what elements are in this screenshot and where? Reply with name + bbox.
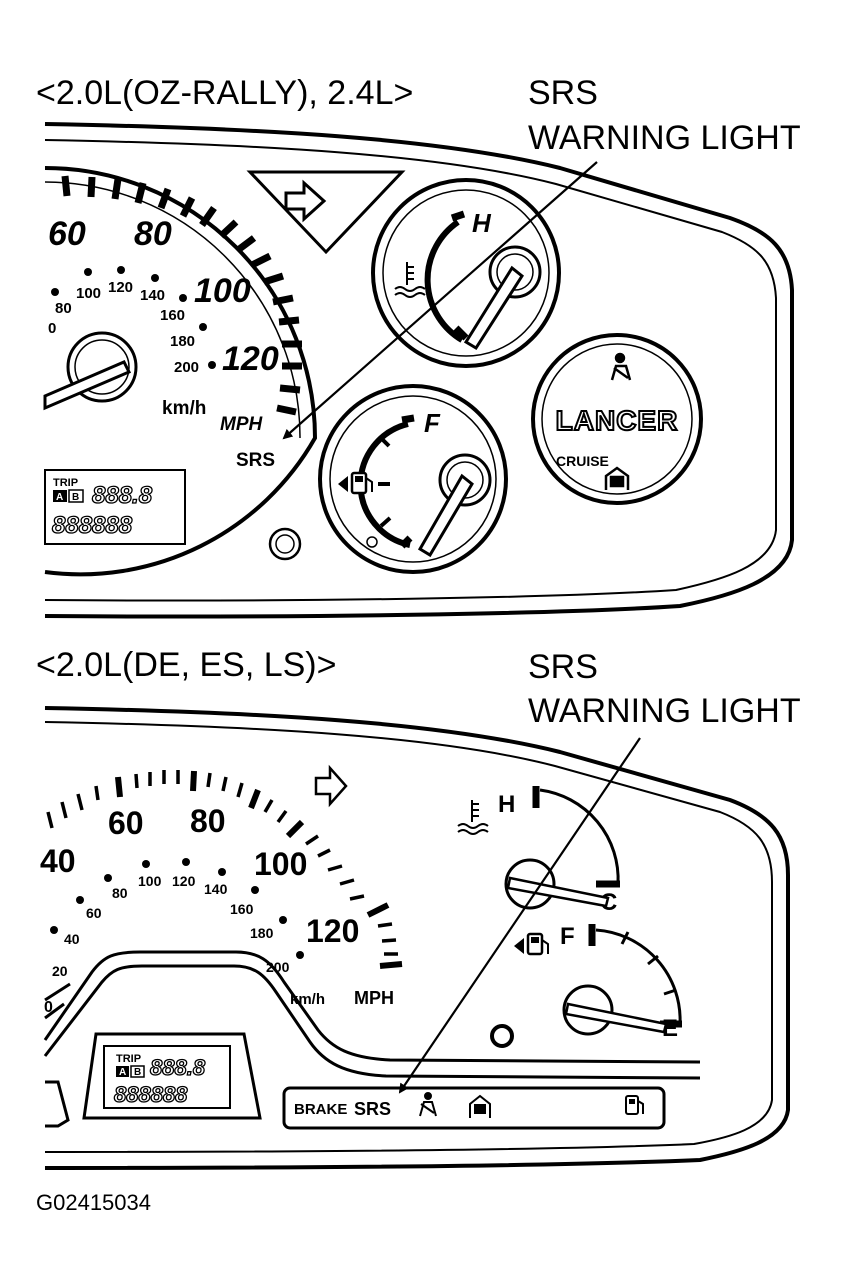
bottom-fuel-f: F (560, 923, 575, 950)
coolant-temp-icon (394, 262, 426, 298)
top-speedo-hub (43, 331, 138, 411)
top-cluster-outline (44, 122, 794, 619)
top-kmh-140: 140 (140, 287, 165, 304)
top-unit-mph: MPH (220, 414, 264, 435)
bottom-kmh-100: 100 (138, 873, 162, 889)
bottom-unit-mph: MPH (354, 988, 394, 1008)
top-variant-label: <2.0L(OZ-RALLY), 2.4L> (36, 74, 414, 112)
figure-code: G02415034 (36, 1190, 151, 1215)
fuel-pump-icon (338, 471, 373, 495)
bottom-fuel-gauge: F E (514, 923, 682, 1042)
svg-text:888.8: 888.8 (150, 1055, 206, 1080)
top-speedometer: 60 80 100 120 0 80 100 120 140 160 180 2… (43, 166, 318, 577)
bottom-warning-strip: BRAKE SRS (282, 1086, 666, 1130)
bottom-hood (43, 950, 701, 1128)
top-mph-80: 80 (134, 215, 172, 253)
top-fuel-f: F (424, 408, 441, 438)
svg-text:888888: 888888 (52, 512, 133, 539)
bottom-callout-line2: WARNING LIGHT (528, 692, 801, 730)
top-kmh-200: 200 (174, 359, 199, 376)
bottom-kmh-40: 40 (64, 931, 80, 947)
top-kmh-160: 160 (160, 307, 185, 324)
top-callout-arrow (282, 161, 598, 440)
door-ajar-icon (604, 466, 630, 490)
top-fuel-gauge: F (318, 384, 508, 574)
top-cluster: 60 80 100 120 0 80 100 120 140 160 180 2… (43, 122, 794, 619)
bottom-mph-60: 60 (108, 805, 144, 841)
top-turn-indicator (246, 170, 406, 255)
bottom-partial-zero: 0 (44, 999, 53, 1016)
top-unit-kmh: km/h (162, 398, 206, 419)
svg-text:B: B (134, 1067, 141, 1078)
fuel-pump-icon (514, 932, 549, 956)
bottom-kmh-140: 140 (204, 881, 228, 897)
top-srs-text: SRS (236, 450, 275, 471)
bottom-trip-display: TRIP A B 888.8 888888 (82, 1032, 262, 1120)
svg-text:888.8: 888.8 (92, 482, 153, 509)
top-kmh-0: 0 (48, 320, 56, 337)
srs-indicator: SRS (354, 1099, 391, 1119)
svg-text:888888: 888888 (114, 1082, 188, 1107)
top-lancer-badge: LANCER CRUISE (531, 333, 703, 505)
top-kmh-100: 100 (76, 285, 101, 302)
top-mph-100: 100 (194, 272, 251, 310)
right-arrow-icon (314, 764, 348, 808)
bottom-temp-gauge: H C (457, 786, 620, 916)
bottom-cluster-outline (44, 706, 790, 1170)
bottom-kmh-20: 20 (52, 963, 68, 979)
bottom-kmh-60: 60 (86, 905, 102, 921)
top-kmh-120: 120 (108, 279, 133, 296)
bottom-temp-h: H (498, 791, 515, 818)
bottom-mph-120: 120 (306, 913, 359, 949)
bottom-temp-c: C (600, 889, 617, 916)
seatbelt-icon (610, 352, 632, 381)
svg-text:A: A (119, 1067, 126, 1078)
top-indicator-lamp (268, 527, 302, 561)
bottom-kmh-80: 80 (112, 885, 128, 901)
low-fuel-icon (625, 1095, 644, 1115)
top-temp-h: H (472, 208, 492, 238)
svg-text:A: A (56, 492, 63, 503)
top-trip-display: TRIP A B 888.8 888888 (44, 469, 186, 545)
brake-indicator: BRAKE (294, 1101, 347, 1118)
seatbelt-icon (419, 1092, 437, 1117)
top-mph-120: 120 (222, 340, 279, 378)
svg-text:B: B (72, 492, 79, 503)
lancer-logo: LANCER (556, 405, 679, 436)
bottom-kmh-200: 200 (266, 959, 290, 975)
coolant-temp-icon (457, 800, 489, 835)
door-ajar-icon (469, 1094, 491, 1118)
top-kmh-80: 80 (55, 300, 72, 317)
svg-text:TRIP: TRIP (116, 1053, 141, 1065)
bottom-cluster: 40 60 80 100 120 20 40 60 80 100 120 140… (40, 706, 790, 1170)
bottom-mph-100: 100 (254, 846, 307, 882)
right-arrow-icon (284, 179, 327, 223)
bottom-mph-80: 80 (190, 803, 226, 839)
svg-text:TRIP: TRIP (53, 477, 78, 489)
bottom-callout-line1: SRS (528, 648, 598, 686)
top-kmh-180: 180 (170, 333, 195, 350)
bottom-fuel-e: E (662, 1015, 678, 1042)
cruise-label: CRUISE (556, 453, 609, 469)
bottom-kmh-180: 180 (250, 925, 274, 941)
bottom-indicator-lamp (490, 1024, 514, 1048)
top-mph-60: 60 (48, 215, 86, 253)
bottom-mph-40: 40 (40, 843, 76, 879)
top-callout-line2: WARNING LIGHT (528, 119, 801, 157)
top-temp-gauge: H (371, 178, 561, 368)
bottom-variant-label: <2.0L(DE, ES, LS)> (36, 646, 337, 684)
bottom-kmh-120: 120 (172, 873, 196, 889)
bottom-kmh-160: 160 (230, 901, 254, 917)
bottom-callout-arrow (398, 737, 641, 1094)
bottom-speedometer: 40 60 80 100 120 20 40 60 80 100 120 140… (40, 770, 403, 1016)
top-callout-line1: SRS (528, 74, 598, 112)
